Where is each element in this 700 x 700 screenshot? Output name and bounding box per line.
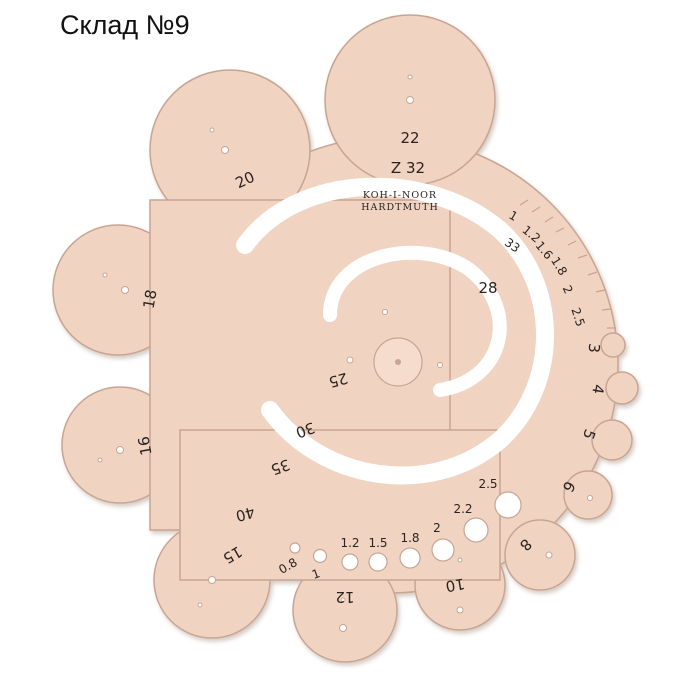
circle-6 <box>563 470 613 520</box>
label-hole-2: 2 <box>433 521 441 535</box>
outer-spiral-slot <box>236 177 554 485</box>
label-30: 30 <box>293 418 317 441</box>
circle-8 <box>504 519 576 591</box>
hole-0-8 <box>289 542 301 554</box>
label-circle-4: 4 <box>588 383 607 396</box>
spiral-cutouts <box>236 177 554 485</box>
small-holes-row <box>289 491 522 572</box>
label-hole-2-5: 2.5 <box>478 477 497 491</box>
page-caption: Склад №9 <box>60 10 190 40</box>
center-marks <box>97 74 593 632</box>
label-hole-2-2: 2.2 <box>453 502 472 516</box>
circle-3 <box>600 332 626 358</box>
small-hole-labels: 0.8 1 1.2 1.5 1.8 2 2.2 2.5 <box>276 477 497 582</box>
hole-2-2 <box>463 517 489 543</box>
label-circle-10: 10 <box>444 574 466 595</box>
circle-4 <box>605 371 639 405</box>
label-z32: Z 32 <box>391 159 425 177</box>
label-circle-12: 12 <box>335 588 354 606</box>
label-circle-22: 22 <box>400 129 419 147</box>
hole-1 <box>312 548 328 564</box>
label-hole-1-8: 1.8 <box>400 531 419 545</box>
hole-1-2 <box>341 553 359 571</box>
brand-line2: HARDTMUTH <box>361 202 439 213</box>
label-40: 40 <box>234 503 257 525</box>
hole-1-5 <box>368 552 388 572</box>
outer-ticks <box>519 199 616 329</box>
label-25: 25 <box>327 369 350 391</box>
circle-5 <box>591 419 633 461</box>
arc-labels: Z 32 28 30 25 35 40 <box>234 159 498 525</box>
label-hole-1-2: 1.2 <box>340 536 359 550</box>
label-circle-16: 16 <box>135 435 156 457</box>
scale-2-5: 2.5 <box>568 306 587 328</box>
brand-line1: KOH-I-NOOR <box>363 190 437 201</box>
hole-1-8 <box>399 547 421 569</box>
hole-2 <box>431 538 455 562</box>
label-28: 28 <box>478 279 497 297</box>
label-hole-1: 1 <box>310 566 322 582</box>
label-circle-18: 18 <box>140 288 161 310</box>
hole-2-5 <box>494 491 522 519</box>
label-35: 35 <box>268 455 292 478</box>
label-circle-3: 3 <box>585 343 604 354</box>
inner-spiral-slot <box>323 245 507 397</box>
label-hole-1-5: 1.5 <box>368 536 387 550</box>
